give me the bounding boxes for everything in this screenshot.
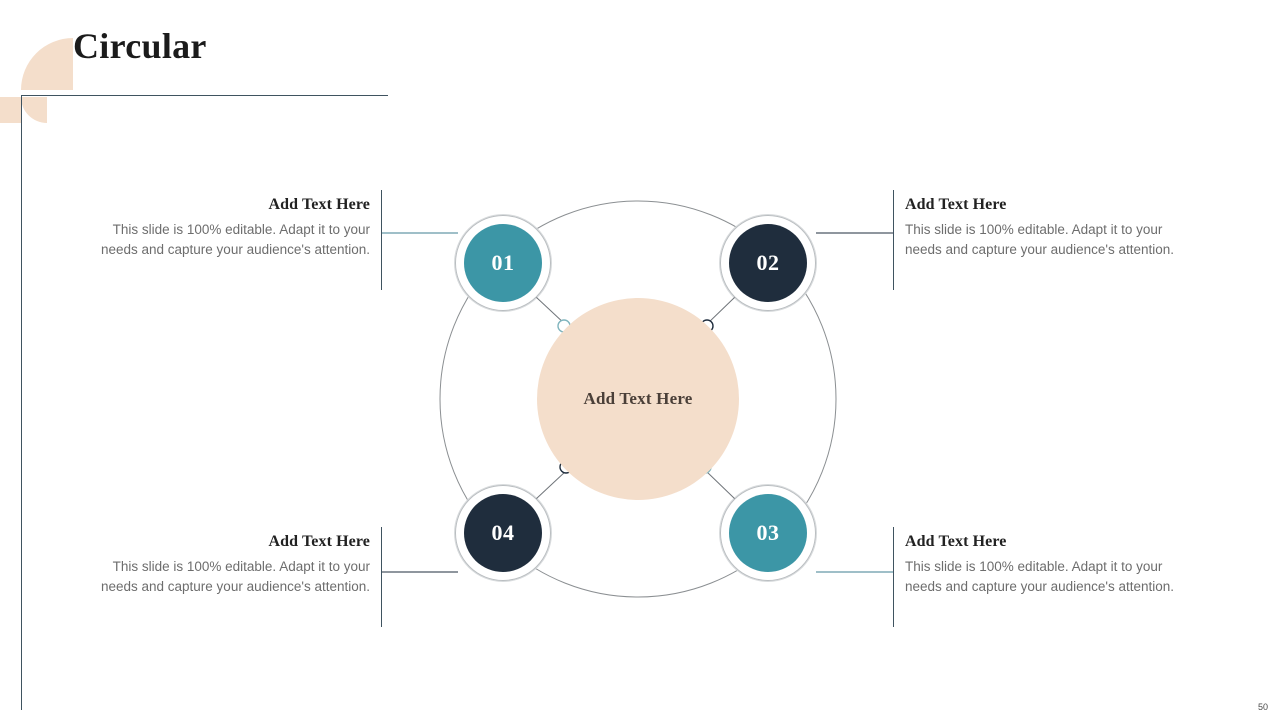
text-divider-03 [893, 527, 894, 627]
center-label: Add Text Here [583, 389, 693, 408]
text-block-03-body: This slide is 100% editable. Adapt it to… [905, 559, 1175, 594]
text-block-01-heading: Add Text Here [268, 196, 370, 213]
node-circle-03[interactable]: 03 [720, 485, 816, 581]
node-circle-02[interactable]: 02 [720, 215, 816, 311]
title-underline [21, 95, 388, 96]
text-divider-01 [381, 190, 382, 290]
node-halo-01 [454, 214, 552, 312]
text-block-02[interactable]: Add Text Here This slide is 100% editabl… [905, 196, 1177, 260]
text-block-04[interactable]: Add Text Here This slide is 100% editabl… [98, 533, 370, 597]
page-number: 50 [1257, 702, 1268, 712]
text-block-02-heading: Add Text Here [905, 196, 1007, 213]
center-circle[interactable]: Add Text Here [537, 298, 739, 500]
node-circle-01[interactable]: 01 [455, 215, 551, 311]
text-block-02-body: This slide is 100% editable. Adapt it to… [905, 222, 1175, 257]
node-number-03: 03 [729, 494, 807, 572]
outer-ring [439, 200, 837, 598]
node-circle-04[interactable]: 04 [455, 485, 551, 581]
text-block-01[interactable]: Add Text Here This slide is 100% editabl… [98, 196, 370, 260]
left-edge-rule [21, 95, 22, 710]
text-divider-04 [381, 527, 382, 627]
node-halo-04 [454, 484, 552, 582]
text-block-03-heading: Add Text Here [905, 533, 1007, 550]
text-block-03[interactable]: Add Text Here This slide is 100% editabl… [905, 533, 1177, 597]
spoke-03 [705, 470, 736, 500]
spoke-04 [535, 470, 567, 500]
text-block-01-body: This slide is 100% editable. Adapt it to… [100, 222, 370, 257]
decorative-quarter-circle-fill [0, 97, 22, 123]
page-title: Circular [73, 26, 207, 66]
text-block-04-body: This slide is 100% editable. Adapt it to… [100, 559, 370, 594]
node-number-02: 02 [729, 224, 807, 302]
spoke-02 [705, 296, 736, 326]
text-divider-02 [893, 190, 894, 290]
node-halo-02 [719, 214, 817, 312]
node-halo-03 [719, 484, 817, 582]
text-block-04-heading: Add Text Here [268, 533, 370, 550]
node-number-04: 04 [464, 494, 542, 572]
node-number-01: 01 [464, 224, 542, 302]
